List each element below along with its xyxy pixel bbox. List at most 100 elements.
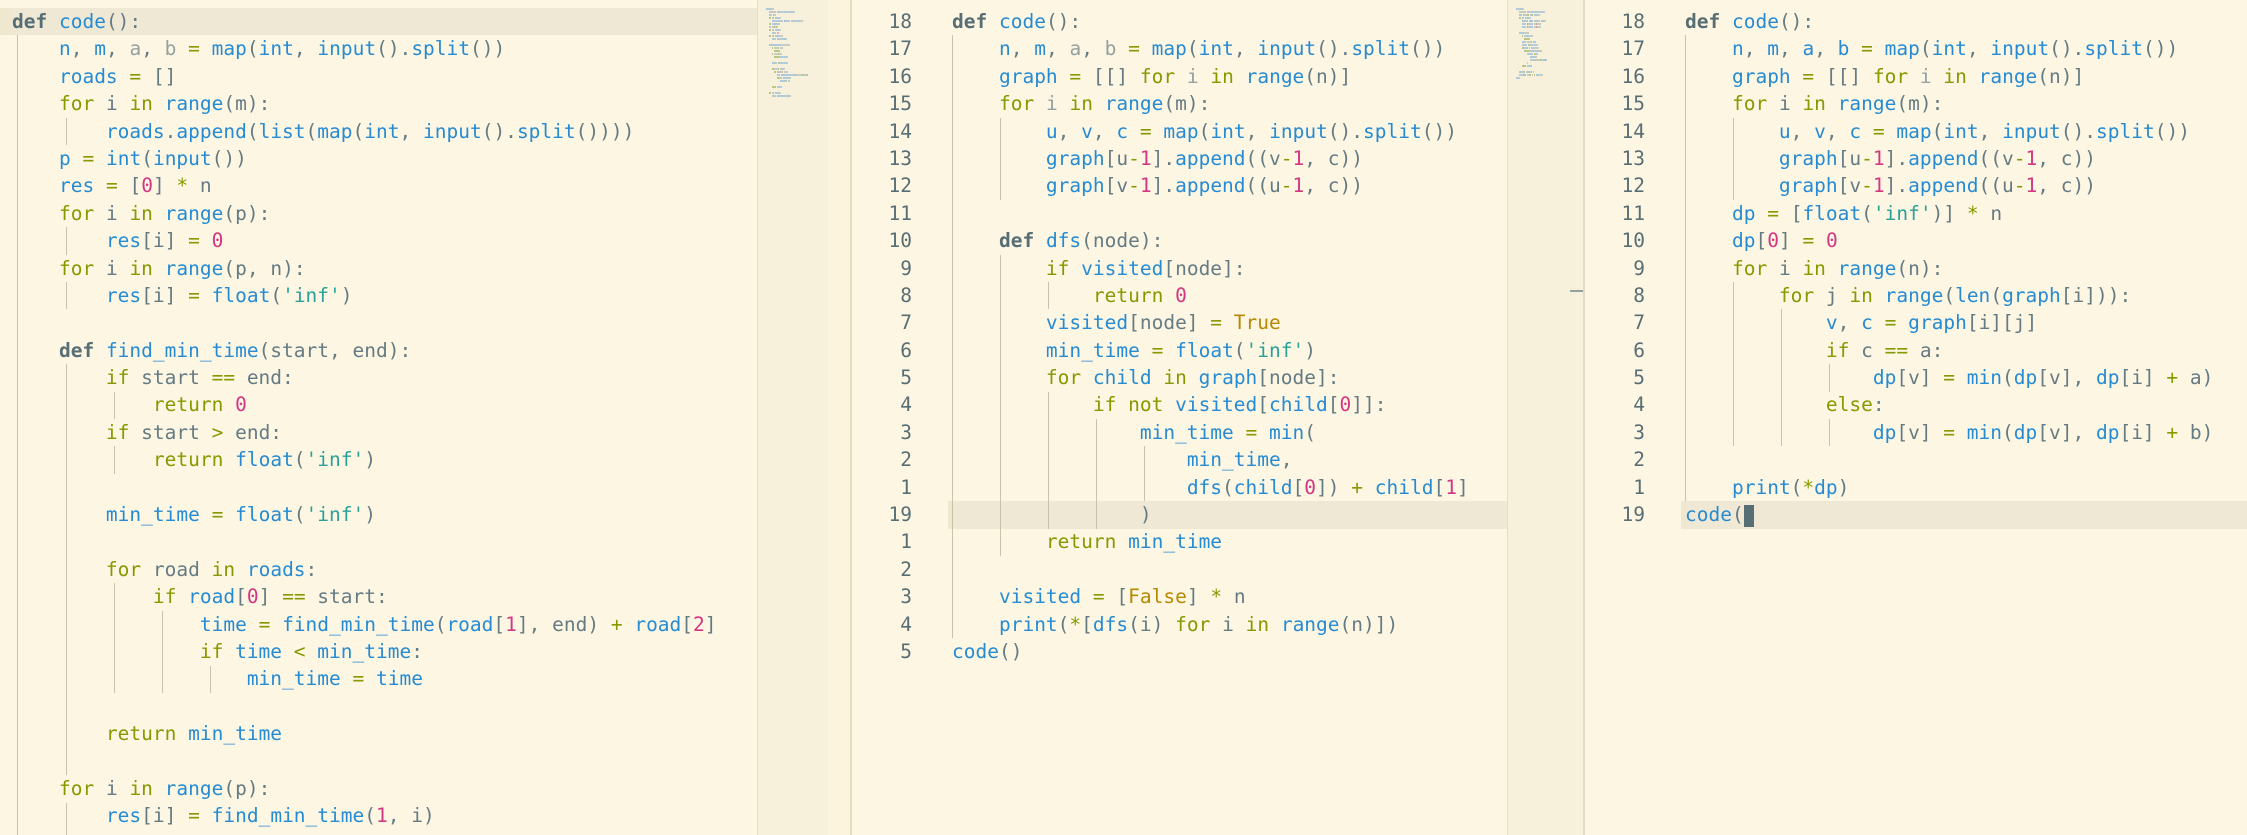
code-line[interactable]: dp = [float('inf')] * n <box>1685 200 2247 227</box>
code-line[interactable]: res = [0] * n <box>12 172 757 199</box>
code-line[interactable]: roads.append(list(map(int, input().split… <box>12 118 757 145</box>
code-line[interactable]: v, c = graph[i][j] <box>1685 309 2247 336</box>
code-line[interactable] <box>12 748 757 775</box>
code-view-middle[interactable]: def code(): n, m, a, b = map(int, input(… <box>952 8 1507 665</box>
code-line[interactable]: min_time, <box>952 446 1507 473</box>
code-line[interactable]: dp[0] = 0 <box>1685 227 2247 254</box>
minimap-line <box>777 32 779 34</box>
code-line[interactable]: graph = [[] for i in range(n)] <box>952 63 1507 90</box>
code-token <box>12 421 106 444</box>
code-line[interactable]: visited[node] = True <box>952 309 1507 336</box>
minimap-viewport[interactable] <box>1570 290 1584 292</box>
code-line[interactable]: if c == a: <box>1685 337 2247 364</box>
code-line[interactable]: if visited[node]: <box>952 255 1507 282</box>
code-line[interactable]: def dfs(node): <box>952 227 1507 254</box>
code-line[interactable]: def find_min_time(start, end): <box>12 337 757 364</box>
code-line[interactable]: if start > end: <box>12 419 757 446</box>
code-line[interactable]: dp[v] = min(dp[v], dp[i] + a) <box>1685 364 2247 391</box>
code-line[interactable]: def code(): <box>12 8 757 36</box>
code-token <box>623 613 635 636</box>
code-line[interactable]: return 0 <box>952 282 1507 309</box>
code-token <box>952 284 1093 307</box>
minimap-line <box>1533 23 1536 25</box>
code-line[interactable]: for child in graph[node]: <box>952 364 1507 391</box>
code-line[interactable] <box>12 693 757 720</box>
code-line[interactable]: return min_time <box>12 720 757 747</box>
code-line[interactable]: for i in range(m): <box>952 90 1507 117</box>
minimap-line <box>771 95 774 97</box>
code-line[interactable]: visited = [False] * n <box>952 583 1507 610</box>
code-line[interactable]: for i in range(p): <box>12 200 757 227</box>
minimap-line <box>782 71 784 73</box>
code-line[interactable]: min_time = min( <box>952 419 1507 446</box>
code-line[interactable]: dp[v] = min(dp[v], dp[i] + b) <box>1685 419 2247 446</box>
code-line[interactable]: min_time = float('inf') <box>12 501 757 528</box>
code-line[interactable]: if time < min_time: <box>12 638 757 665</box>
editor-pane-left[interactable]: def code(): n, m, a, b = map(int, input(… <box>0 0 757 835</box>
code-line[interactable] <box>12 309 757 336</box>
code-line[interactable]: return min_time <box>952 528 1507 555</box>
code-line[interactable]: time = find_min_time(road[1], end) + roa… <box>12 611 757 638</box>
code-line[interactable]: return 0 <box>12 391 757 418</box>
code-line[interactable]: if start == end: <box>12 364 757 391</box>
code-line[interactable]: for i in range(p, n): <box>12 255 757 282</box>
code-line[interactable]: graph[u-1].append((v-1, c)) <box>952 145 1507 172</box>
code-line[interactable] <box>952 556 1507 583</box>
pane-divider-right[interactable] <box>1583 0 1585 835</box>
minimap-line <box>768 92 771 94</box>
minimap-middle[interactable] <box>1507 0 1584 835</box>
code-line[interactable]: if not visited[child[0]]: <box>952 391 1507 418</box>
code-line[interactable] <box>12 474 757 501</box>
code-token: n <box>1978 201 2003 225</box>
code-line[interactable]: for road in roads: <box>12 556 757 583</box>
code-line[interactable]: code( <box>1685 501 2247 529</box>
minimap-left[interactable] <box>757 0 828 835</box>
code-token: map <box>1884 37 1920 61</box>
code-line[interactable]: res[i] = float('inf') <box>12 282 757 309</box>
code-line[interactable]: min_time = float('inf') <box>952 337 1507 364</box>
code-token: find_min_time <box>211 804 365 828</box>
code-token: len <box>1955 283 1991 307</box>
code-line[interactable]: ) <box>952 501 1507 529</box>
code-line[interactable]: roads = [] <box>12 63 757 90</box>
code-line[interactable]: print(*[dfs(i) for i in range(n)]) <box>952 611 1507 638</box>
code-token <box>12 804 106 827</box>
code-line[interactable]: for i in range(m): <box>1685 90 2247 117</box>
code-line[interactable]: graph[u-1].append((v-1, c)) <box>1685 145 2247 172</box>
pane-divider-left[interactable] <box>850 0 852 835</box>
code-line[interactable]: p = int(input()) <box>12 145 757 172</box>
code-line[interactable]: u, v, c = map(int, input().split()) <box>1685 118 2247 145</box>
code-line[interactable]: n, m, a, b = map(int, input().split()) <box>952 35 1507 62</box>
code-line[interactable] <box>1685 446 2247 473</box>
code-line[interactable]: res[i] = 0 <box>12 227 757 254</box>
code-line[interactable]: def code(): <box>1685 8 2247 35</box>
code-line[interactable]: for i in range(p): <box>12 775 757 802</box>
code-line[interactable]: graph[v-1].append((u-1, c)) <box>952 172 1507 199</box>
code-line[interactable]: n, m, a, b = map(int, input().split()) <box>1685 35 2247 62</box>
code-line[interactable] <box>12 528 757 555</box>
code-line[interactable]: if road[0] == start: <box>12 583 757 610</box>
code-line[interactable]: dfs(child[0]) + child[1] <box>952 474 1507 501</box>
code-line[interactable]: graph = [[] for i in range(n)] <box>1685 63 2247 90</box>
code-line[interactable]: def code(): <box>952 8 1507 35</box>
minimap-line <box>779 56 783 58</box>
code-line[interactable]: return float('inf') <box>12 446 757 473</box>
code-line[interactable]: min_time = time <box>12 665 757 692</box>
minimap-line <box>774 50 779 52</box>
code-line[interactable]: res[i] = find_min_time(1, i) <box>12 802 757 829</box>
code-line[interactable]: u, v, c = map(int, input().split()) <box>952 118 1507 145</box>
code-line[interactable]: for i in range(m): <box>12 90 757 117</box>
code-line[interactable]: code() <box>952 638 1507 665</box>
code-line[interactable]: graph[v-1].append((u-1, c)) <box>1685 172 2247 199</box>
code-line[interactable]: n, m, a, b = map(int, input().split()) <box>12 35 757 62</box>
code-line[interactable] <box>952 200 1507 227</box>
code-line[interactable]: for j in range(len(graph[i])): <box>1685 282 2247 309</box>
code-line[interactable]: print(*dp) <box>1685 474 2247 501</box>
minimap-line <box>774 56 779 58</box>
code-line[interactable]: else: <box>1685 391 2247 418</box>
code-line[interactable]: for i in range(n): <box>1685 255 2247 282</box>
code-view-right[interactable]: def code(): n, m, a, b = map(int, input(… <box>1685 8 2247 529</box>
code-view-left[interactable]: def code(): n, m, a, b = map(int, input(… <box>12 8 757 830</box>
